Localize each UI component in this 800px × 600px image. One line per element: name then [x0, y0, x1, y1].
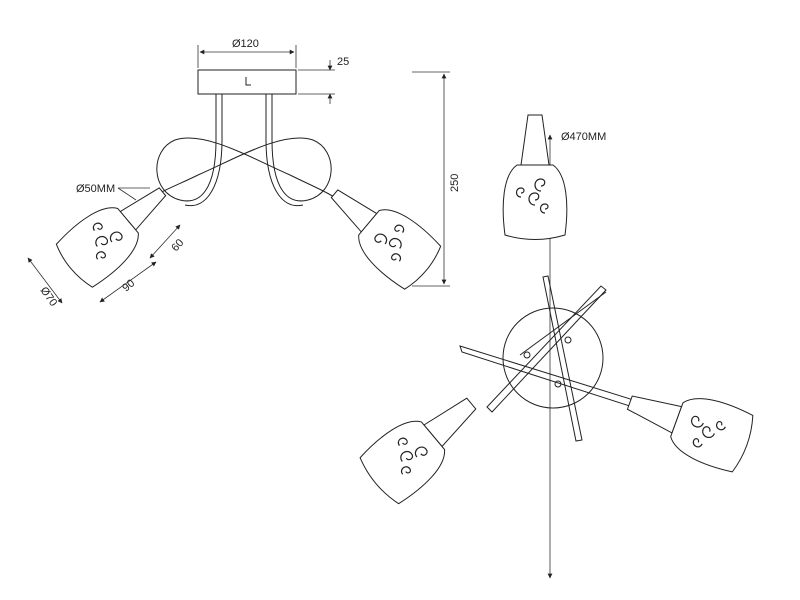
right-shade-side: [330, 189, 442, 290]
canopy: [197, 69, 297, 95]
socket-diameter-label: Ø50MM: [76, 183, 115, 195]
top-view: Ø470MM: [359, 114, 754, 579]
dim-length-60: 60: [149, 224, 186, 259]
arms: [144, 137, 346, 207]
dim-canopy-diameter: Ø120: [197, 38, 297, 68]
overall-diameter-label: Ø470MM: [561, 131, 606, 143]
dim-socket-diameter: Ø50MM: [76, 183, 150, 201]
right-top-socket: [626, 395, 683, 434]
stems: [215, 94, 273, 140]
lower-left-shade: [359, 397, 477, 505]
top-socket: [520, 114, 550, 166]
dim-canopy-height: 25: [298, 56, 349, 104]
canopy-height-label: 25: [337, 56, 349, 68]
length-90-label: 90: [120, 277, 137, 294]
right-shade-top: [626, 395, 754, 473]
length-60-label: 60: [169, 237, 186, 254]
top-shade: [502, 114, 568, 240]
canopy-diameter-label: Ø120: [232, 38, 259, 50]
dim-shade-diameter: Ø70: [27, 257, 63, 309]
right-shade: [358, 209, 442, 290]
canopy-mark: [245, 77, 251, 86]
dim-total-height: 250: [412, 71, 461, 287]
shade-diameter-label: Ø70: [38, 285, 60, 309]
total-height-label: 250: [449, 174, 461, 192]
side-view: Ø120 25 250: [27, 38, 461, 309]
